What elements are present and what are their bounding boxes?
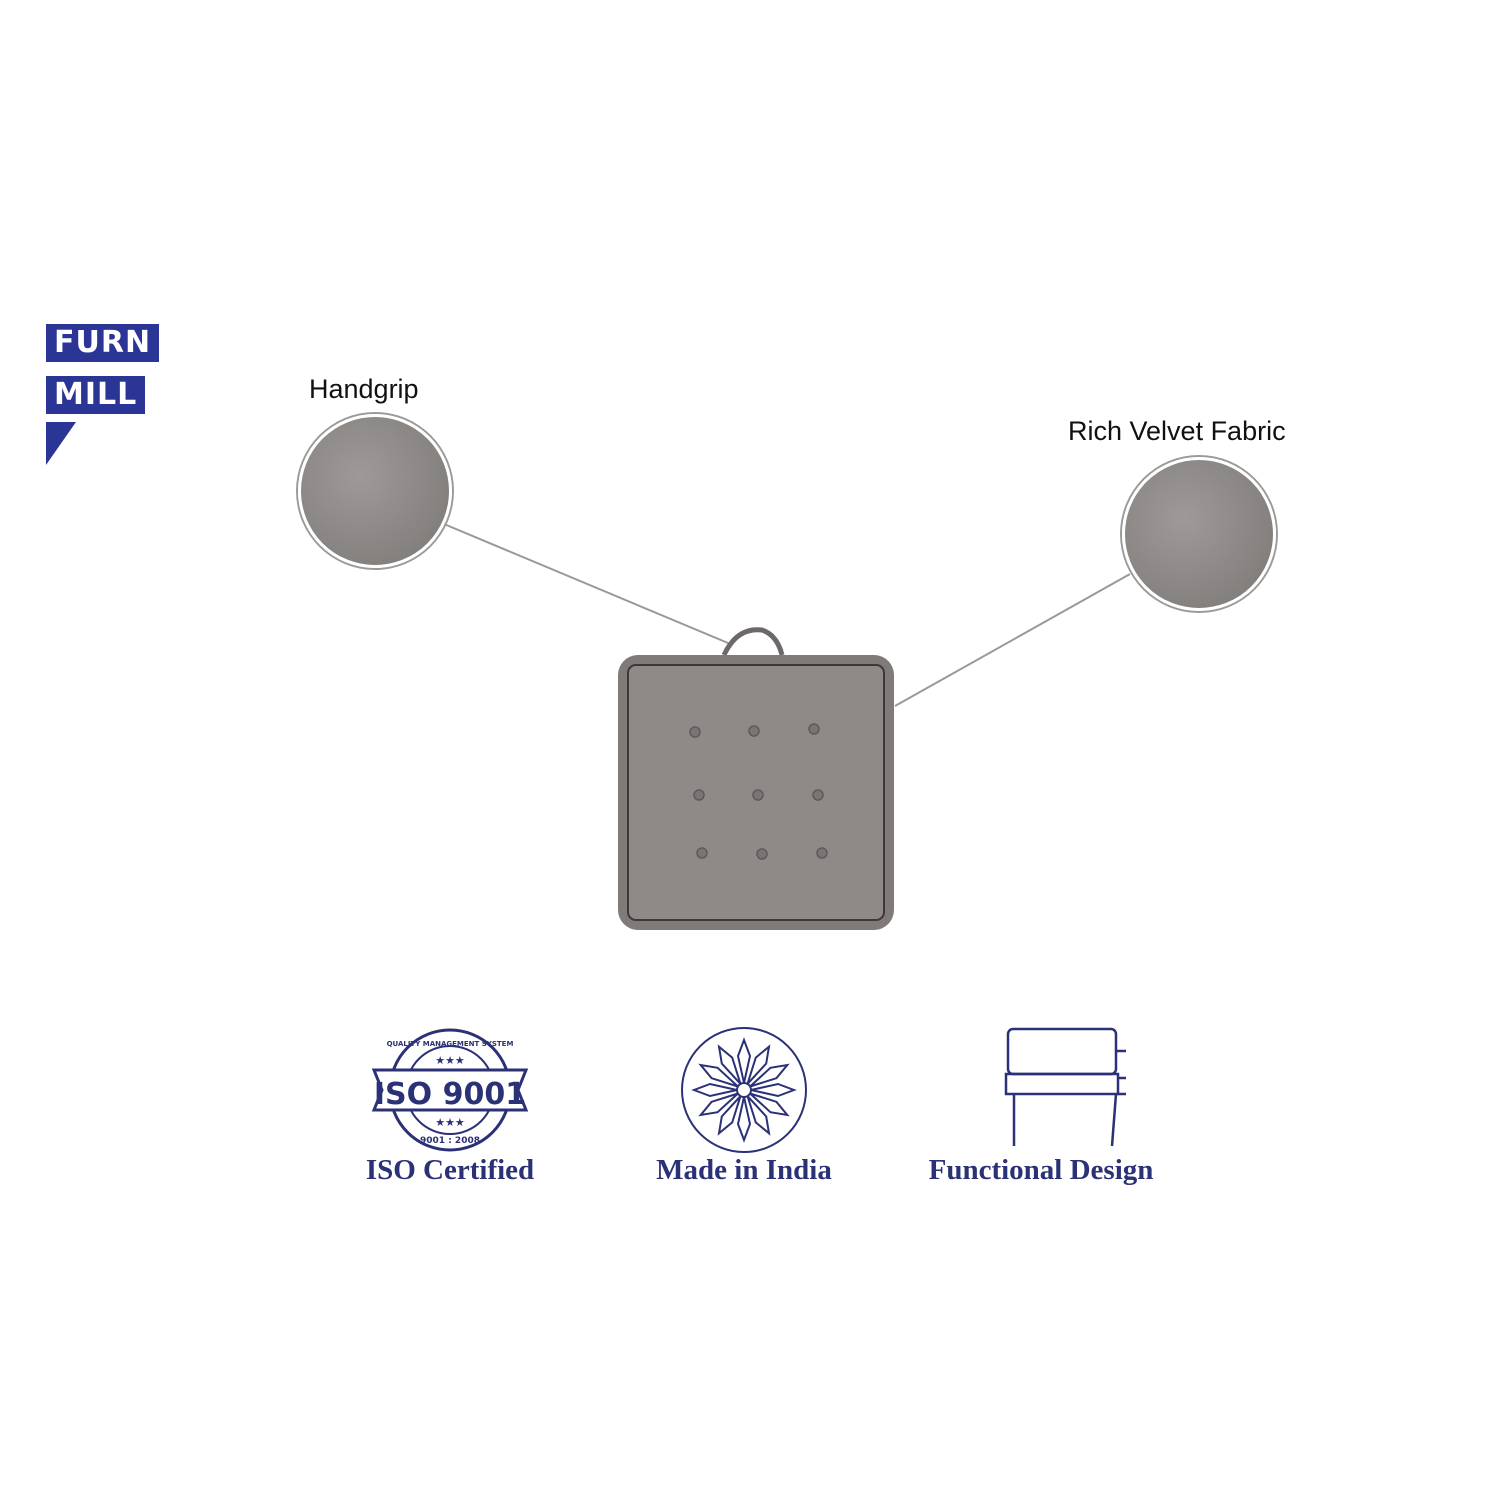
iso-ring-top-text: QUALITY MANAGEMENT SYSTEM bbox=[387, 1040, 514, 1048]
iso-main-text: ISO 9001 bbox=[374, 1077, 526, 1112]
callout-fabric-label: Rich Velvet Fabric bbox=[1068, 416, 1286, 446]
feature-india: Made in India bbox=[594, 1026, 894, 1187]
svg-text:★★★: ★★★ bbox=[435, 1054, 465, 1067]
cushion-image bbox=[618, 627, 894, 930]
iso-badge-icon: ISO 9001 QUALITY MANAGEMENT SYSTEM ★★★ ★… bbox=[371, 1028, 529, 1152]
mandala-icon bbox=[681, 1027, 807, 1153]
logo-mill: MILL bbox=[46, 376, 146, 414]
feature-iso-label: ISO Certified bbox=[365, 1154, 535, 1186]
handgrip-zoom-circle bbox=[298, 414, 452, 568]
callout-handgrip-label: Handgrip bbox=[309, 374, 419, 404]
logo-flag-icon bbox=[46, 422, 76, 465]
svg-text:★★★: ★★★ bbox=[435, 1116, 465, 1129]
feature-design-label: Functional Design bbox=[928, 1154, 1154, 1186]
feature-india-label: Made in India bbox=[656, 1154, 832, 1186]
chair-icon bbox=[1004, 1027, 1126, 1147]
fabric-zoom-circle bbox=[1122, 457, 1276, 611]
logo-furn: FURN bbox=[46, 324, 160, 362]
feature-design: Functional Design bbox=[891, 1026, 1191, 1187]
feature-iso: ISO 9001 QUALITY MANAGEMENT SYSTEM ★★★ ★… bbox=[300, 1026, 600, 1187]
iso-ring-bottom-text: 9001 : 2008 bbox=[420, 1136, 480, 1146]
